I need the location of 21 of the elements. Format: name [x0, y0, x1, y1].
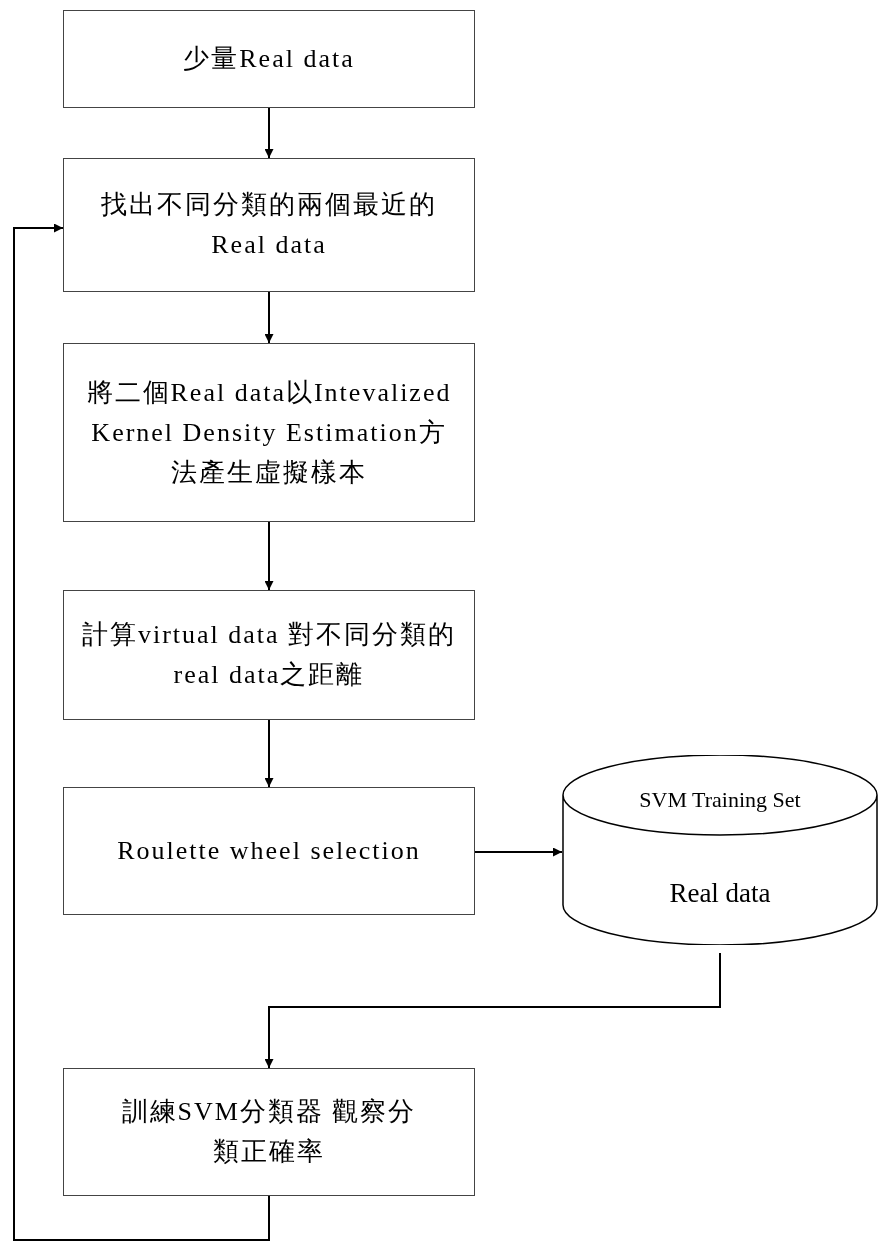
- box-text: 計算virtual data 對不同分類的real data之距離: [80, 619, 458, 691]
- process-box: [63, 10, 475, 108]
- process-box: [63, 590, 475, 720]
- cylinder-heading: SVM Training Set: [638, 786, 802, 814]
- box-text: 將二個Real data以Intevalized Kernel Density Estimation方法產生虛擬樣本: [85, 376, 453, 489]
- arrow: [264, 291, 274, 344]
- arrow: [264, 719, 274, 788]
- arrow: [264, 952, 721, 1069]
- arrow: [474, 847, 563, 857]
- box-text: 少量Real data: [183, 43, 355, 75]
- box-text: 找出不同分類的兩個最近的Real data: [100, 189, 438, 261]
- box-text: 訓練SVM分類器 觀察分類正確率: [120, 1096, 418, 1168]
- arrow: [264, 107, 274, 159]
- process-box: [63, 158, 475, 292]
- arrow: [264, 521, 274, 591]
- process-box: [63, 343, 475, 522]
- cylinder-text: Real data: [668, 877, 772, 910]
- process-box: [63, 1068, 475, 1196]
- process-box: [63, 787, 475, 915]
- box-text: Roulette wheel selection: [117, 835, 421, 867]
- arrow: [13, 223, 270, 1241]
